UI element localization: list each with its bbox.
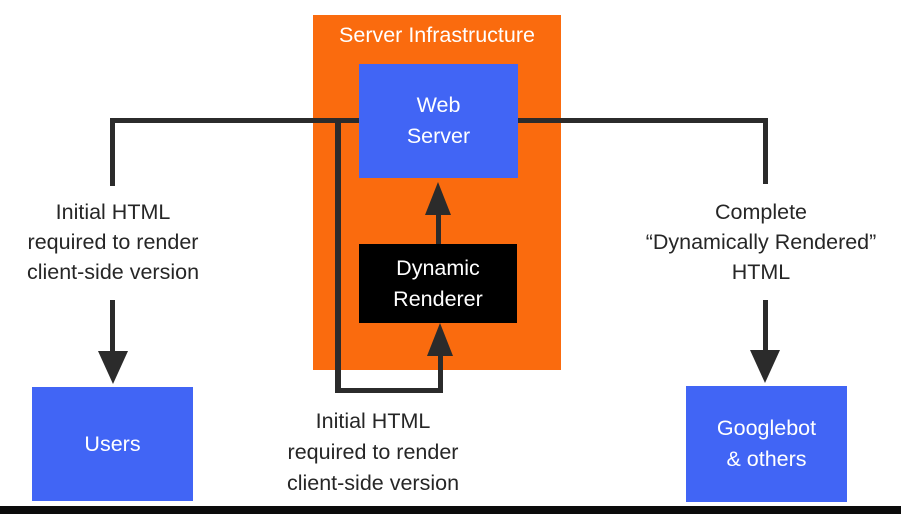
to-users-line: [110, 300, 115, 354]
to-googlebot-line: [763, 300, 768, 353]
web-server-label-line1: Web: [416, 93, 461, 117]
right-branch-line: [763, 118, 768, 184]
dynamic-renderer-box: Dynamic Renderer: [359, 244, 517, 323]
label-line: Initial HTML: [55, 200, 171, 224]
label-line: Complete: [714, 200, 807, 224]
label-line: required to render: [287, 440, 459, 464]
label-initial-html-renderer: Initial HTML required to render client-s…: [258, 406, 488, 499]
renderer-to-webserver-line: [436, 212, 441, 246]
label-complete-rendered-html: Complete “Dynamically Rendered” HTML: [616, 197, 901, 287]
dynamic-renderer-label-line2: Renderer: [393, 286, 483, 311]
label-line: required to render: [27, 230, 199, 254]
googlebot-box: Googlebot & others: [686, 386, 847, 502]
arrow-webserver-to-renderer-icon: [427, 323, 453, 356]
label-line: client-side version: [26, 260, 200, 284]
server-infrastructure-title: Server Infrastructure: [339, 23, 535, 47]
arrow-renderer-to-webserver-icon: [425, 182, 451, 215]
renderer-loop-line-down: [335, 118, 341, 393]
left-branch-line: [110, 118, 115, 186]
arrow-to-googlebot-icon: [750, 350, 780, 383]
web-server-label-line2: Server: [406, 124, 471, 148]
web-server-box: Web Server: [359, 64, 518, 178]
label-initial-html-users: Initial HTML required to render client-s…: [2, 197, 224, 287]
dynamic-renderer-label-line1: Dynamic: [396, 255, 480, 280]
label-line: HTML: [731, 260, 791, 284]
label-line: Initial HTML: [315, 409, 431, 433]
label-line: “Dynamically Rendered”: [645, 230, 877, 254]
arrow-to-users-icon: [98, 351, 128, 384]
renderer-loop-line-bottom: [335, 388, 443, 393]
users-box: Users: [32, 387, 193, 501]
renderer-loop-line-up: [438, 354, 443, 393]
users-label: Users: [84, 431, 141, 456]
letterbox-bar: [0, 506, 901, 514]
label-line: client-side version: [286, 471, 460, 495]
googlebot-label-line2: & others: [726, 447, 807, 471]
googlebot-label-line1: Googlebot: [716, 416, 817, 440]
